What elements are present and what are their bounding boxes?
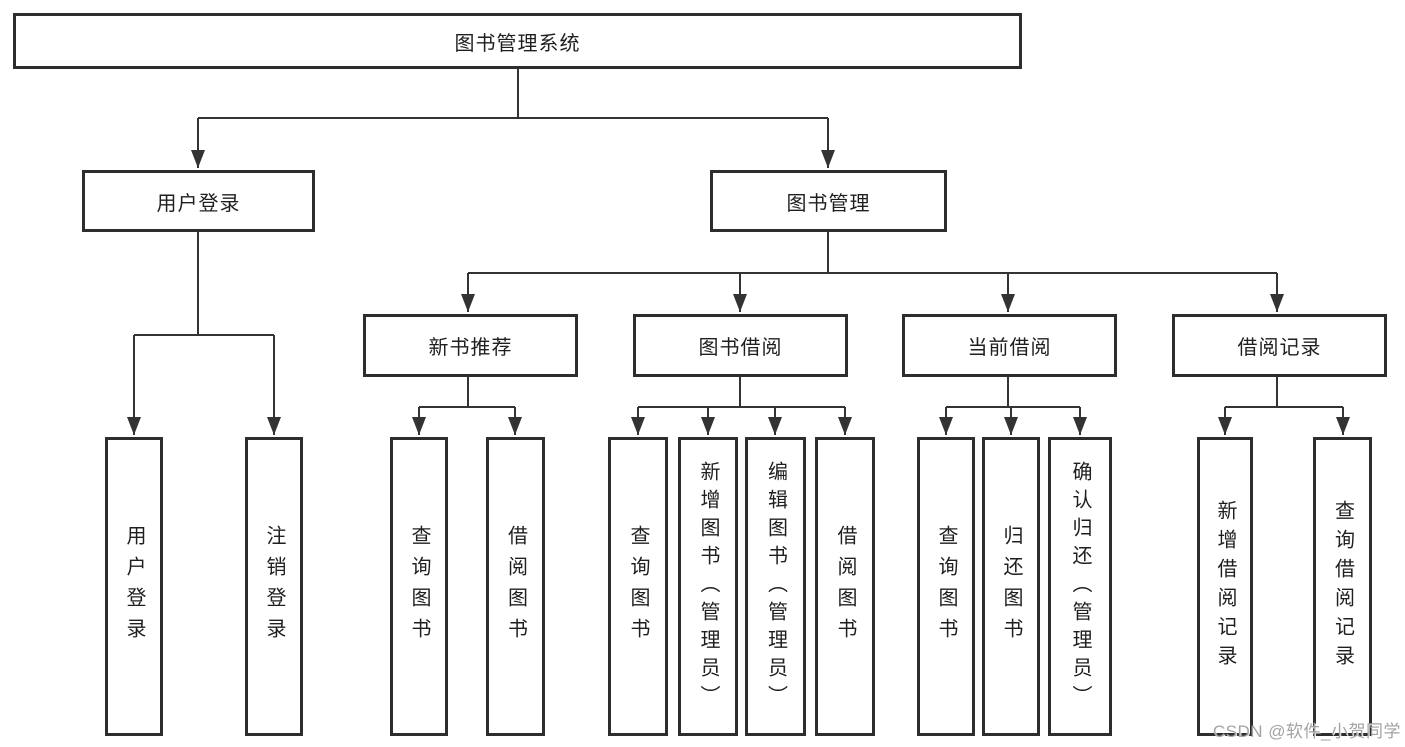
leaf-label: 查询图书 <box>935 524 957 649</box>
leaf-borrow-query-books: 查询图书 <box>608 437 668 736</box>
connector-current-to-leaves <box>939 377 1087 435</box>
leaf-records-query-record: 查询借阅记录 <box>1313 437 1372 736</box>
leaf-label: 借阅图书 <box>834 524 856 649</box>
leaf-current-return-books: 归还图书 <box>982 437 1040 736</box>
leaf-label: 查询图书 <box>627 524 649 649</box>
leaf-label: 确认归还（管理员） <box>1069 460 1091 713</box>
node-user-login: 用户登录 <box>82 170 315 232</box>
node-user-login-label: 用户登录 <box>156 192 241 215</box>
leaf-current-confirm-return-admin: 确认归还（管理员） <box>1048 437 1112 736</box>
connector-recommend-to-leaves <box>412 377 522 435</box>
node-new-book-recommend-label: 新书推荐 <box>428 337 513 359</box>
csdn-watermark: CSDN @软件_小贺同学 <box>1212 722 1401 741</box>
connector-root-to-level2 <box>191 69 835 168</box>
connector-management-to-level3 <box>461 232 1284 312</box>
connector-borrow-to-leaves <box>631 377 852 435</box>
node-current-borrow-label: 当前借阅 <box>967 337 1052 359</box>
leaf-borrow-edit-books-admin: 编辑图书（管理员） <box>745 437 806 736</box>
node-borrow-records-label: 借阅记录 <box>1237 337 1322 359</box>
node-root-label: 图书管理系统 <box>454 32 581 55</box>
leaf-label: 新增借阅记录 <box>1214 499 1236 674</box>
node-current-borrow: 当前借阅 <box>902 314 1117 377</box>
connector-login-to-leaves <box>127 232 281 435</box>
leaf-label: 编辑图书（管理员） <box>764 460 787 713</box>
node-book-borrow-label: 图书借阅 <box>698 337 783 359</box>
leaf-recommend-borrow-books: 借阅图书 <box>486 437 545 736</box>
leaf-label: 新增图书（管理员） <box>697 460 719 713</box>
leaf-records-add-record: 新增借阅记录 <box>1197 437 1253 736</box>
node-new-book-recommend: 新书推荐 <box>363 314 578 377</box>
leaf-login-logout: 注销登录 <box>245 437 303 736</box>
connector-records-to-leaves <box>1218 377 1350 435</box>
leaf-login-user-login: 用户登录 <box>105 437 163 736</box>
leaf-label: 注销登录 <box>263 524 285 649</box>
node-book-borrow: 图书借阅 <box>633 314 848 377</box>
leaf-borrow-borrow-books: 借阅图书 <box>815 437 875 736</box>
leaf-current-query-books: 查询图书 <box>917 437 975 736</box>
leaf-label: 借阅图书 <box>504 524 527 649</box>
leaf-label: 查询借阅记录 <box>1331 499 1354 674</box>
leaf-label: 用户登录 <box>123 524 145 649</box>
leaf-borrow-add-books-admin: 新增图书（管理员） <box>678 437 738 736</box>
leaf-label: 查询图书 <box>408 524 430 649</box>
node-book-management-label: 图书管理 <box>786 192 871 215</box>
leaf-label: 归还图书 <box>1000 524 1022 649</box>
leaf-recommend-query-books: 查询图书 <box>390 437 448 736</box>
node-root: 图书管理系统 <box>13 13 1022 69</box>
node-book-management: 图书管理 <box>710 170 947 232</box>
node-borrow-records: 借阅记录 <box>1172 314 1387 377</box>
